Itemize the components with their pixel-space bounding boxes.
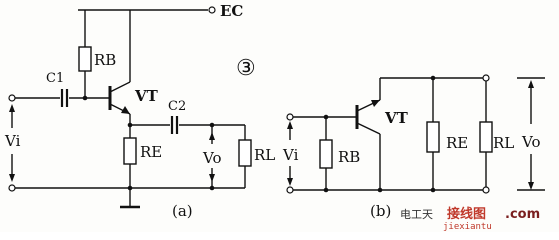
c1-label: C1 xyxy=(46,71,64,86)
b-output-terminal-top xyxy=(482,74,490,82)
b-vo-arrow-down-head xyxy=(528,182,534,190)
vo-bottom-junction xyxy=(209,185,215,191)
b-rl-label: RL xyxy=(493,134,514,152)
b-vi-arrow-up-head xyxy=(287,121,293,129)
input-terminal-bottom xyxy=(8,184,16,192)
watermark-brand: 接线图 xyxy=(447,206,486,222)
ec-label: EC xyxy=(220,2,243,20)
circuit-a: EC RB C1 VT C2 RE xyxy=(4,2,275,220)
ec-terminal xyxy=(208,6,216,14)
re-resistor xyxy=(123,137,137,165)
circuit-b: VT RB RE RL Vi Vo xyxy=(282,74,545,220)
b-vi-label: Vi xyxy=(282,146,299,164)
b-vo-arrow-up-head xyxy=(528,80,534,88)
b-vt-emitter-arrow xyxy=(371,100,380,107)
b-re-label: RE xyxy=(446,134,468,152)
watermark-prefix: 电工天 xyxy=(400,208,433,221)
rb-resistor xyxy=(78,46,92,72)
b-vi-arrow-down-head xyxy=(287,178,293,186)
c2-label: C2 xyxy=(168,99,186,114)
vi-label: Vi xyxy=(4,132,21,150)
vi-arrow-down-head xyxy=(9,174,15,182)
b-vt-label: VT xyxy=(384,109,409,127)
circuit-schematic: EC RB C1 VT C2 RE xyxy=(4,2,545,232)
rb-label: RB xyxy=(94,51,116,69)
b-rb-resistor xyxy=(319,139,333,169)
b-rl-resistor xyxy=(479,121,493,153)
ground-junction xyxy=(127,185,133,191)
vo-arrow-up-head xyxy=(209,132,215,140)
b-rb-bottom-junction xyxy=(323,187,329,193)
b-input-terminal-bottom xyxy=(286,186,294,194)
vt-label: VT xyxy=(134,87,159,105)
b-vo-label: Vo xyxy=(521,133,541,151)
watermark-suffix: .com xyxy=(505,207,540,222)
watermark-url: jiexiantu xyxy=(443,222,492,232)
re-label: RE xyxy=(140,143,162,161)
vt-collector-lead xyxy=(109,81,131,93)
b-input-terminal-top xyxy=(286,113,294,121)
watermark: 电工天 接线图 .com jiexiantu xyxy=(400,206,540,232)
rl-resistor xyxy=(238,139,252,167)
circled-number-3: ③ xyxy=(236,56,256,81)
rl-label: RL xyxy=(254,146,275,164)
circuit-diagram-canvas: EC RB C1 VT C2 RE xyxy=(4,2,545,232)
b-re-resistor xyxy=(426,121,440,153)
vo-label: Vo xyxy=(202,149,222,167)
vi-arrow-up-head xyxy=(9,104,15,112)
b-collector-bottom-junction xyxy=(377,187,383,193)
b-output-terminal-bottom xyxy=(482,186,490,194)
b-rb-label: RB xyxy=(338,148,360,166)
caption-a: (a) xyxy=(172,202,193,220)
base-junction xyxy=(82,95,88,101)
b-re-bottom-junction xyxy=(430,187,436,193)
vo-arrow-down-head xyxy=(209,174,215,182)
b-vt-collector-lead xyxy=(356,122,381,135)
vt-emitter-arrow xyxy=(121,106,130,114)
caption-b: (b) xyxy=(370,202,391,220)
input-terminal-top xyxy=(8,94,16,102)
